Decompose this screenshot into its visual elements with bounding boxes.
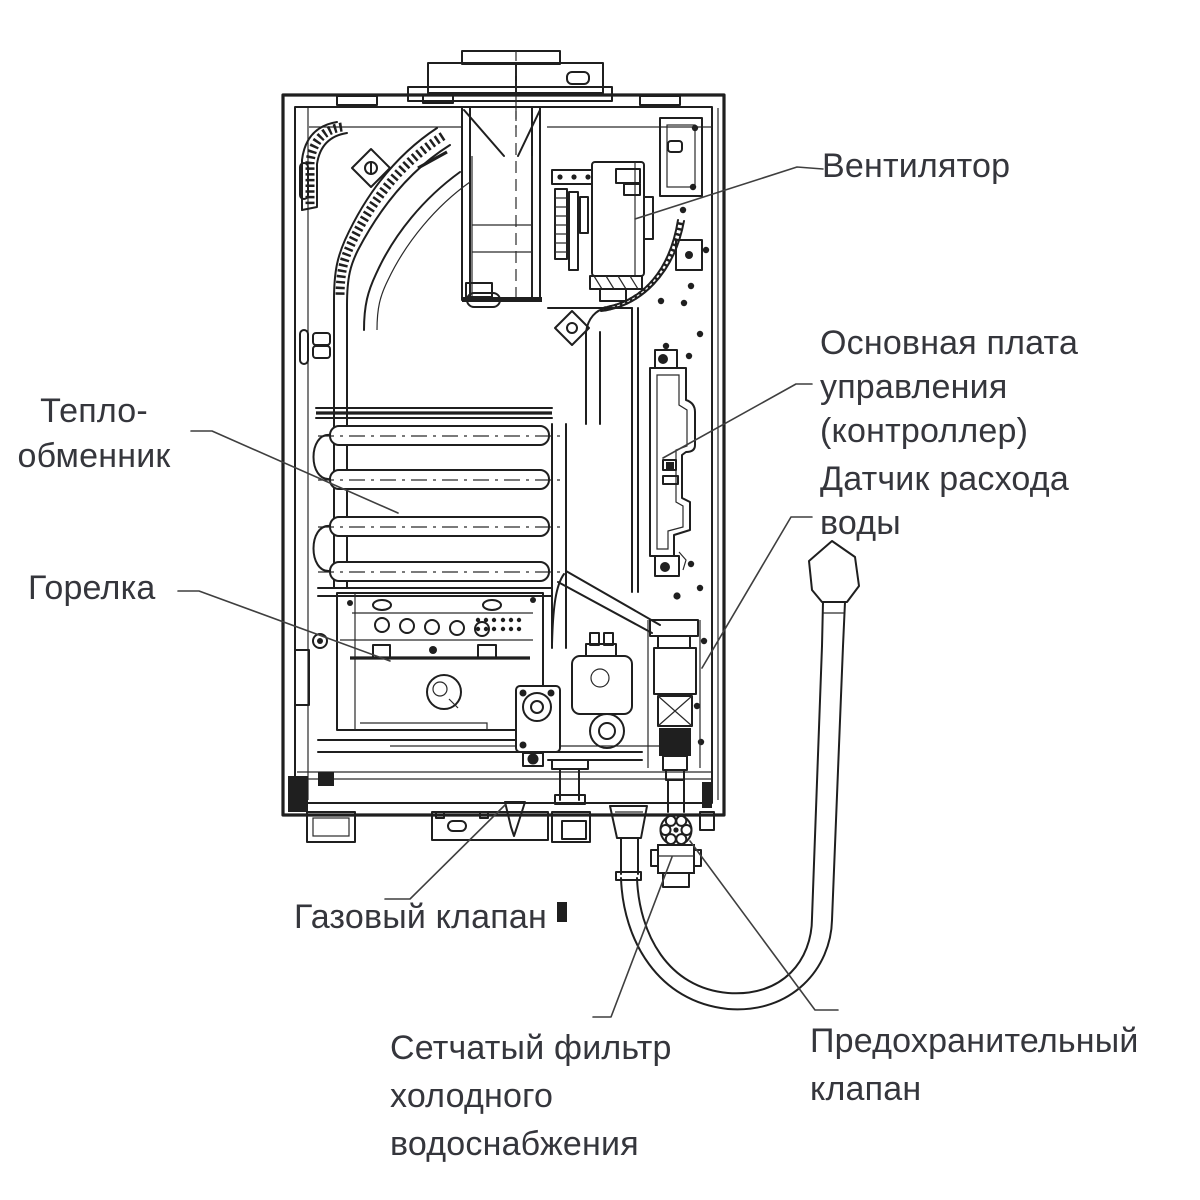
label-fan: Вентилятор <box>822 147 1011 185</box>
water-flow-sensor <box>551 570 701 813</box>
leader-lines <box>177 166 839 1018</box>
combustion-chamber <box>301 121 639 593</box>
burner-jet-dots <box>475 617 522 632</box>
label-cold-water-filter: Сетчатый фильтр холодного водоснабжения <box>390 1029 672 1163</box>
label-water-flow-sensor: Датчик расхода воды <box>820 460 1069 542</box>
label-safety-valve: Предохранительный клапан <box>810 1022 1139 1108</box>
label-burner: Горелка <box>28 569 156 607</box>
heat-exchanger <box>312 407 567 649</box>
control-board <box>649 349 696 577</box>
bottom-fittings <box>306 805 715 922</box>
exhaust-duct <box>461 106 542 308</box>
right-panel-brackets <box>659 117 703 271</box>
label-gas-valve: Газовый клапан <box>294 898 547 936</box>
gas-valve <box>504 632 643 837</box>
safety-valve-filter-fitting <box>650 813 702 888</box>
drain-hose <box>620 540 860 1011</box>
label-control-board: Основная плата управления (контроллер) <box>820 324 1079 450</box>
fan-assembly <box>547 161 685 425</box>
burner <box>317 592 553 767</box>
label-heat-exchanger: Тепло- обменник <box>17 392 171 475</box>
flue-collar <box>407 50 613 128</box>
hose-spout <box>808 540 860 603</box>
panel-screws <box>657 124 710 746</box>
